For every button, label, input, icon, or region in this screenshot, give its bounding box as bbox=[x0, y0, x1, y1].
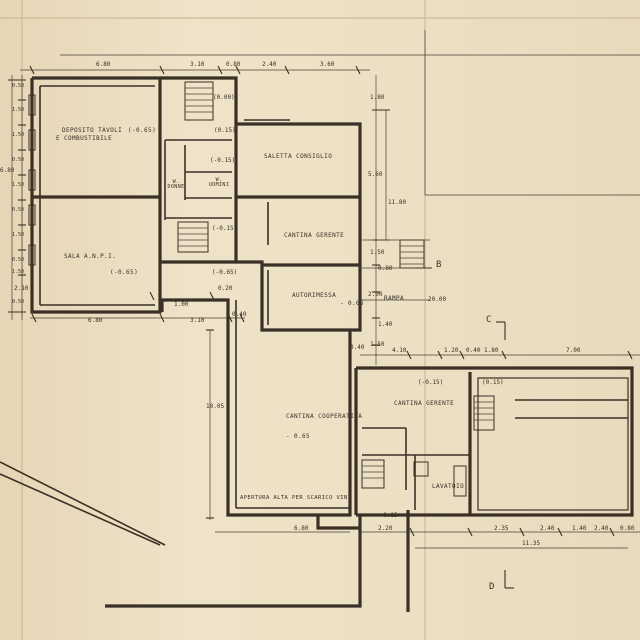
room-label-deposito-line2: E COMBUSTIBILE bbox=[56, 135, 113, 142]
level-mark: (0.15) bbox=[482, 379, 504, 386]
dimension-lower: 7.00 bbox=[566, 347, 581, 354]
room-label-sala: SALA A.N.P.I. bbox=[64, 253, 117, 260]
dimension-left: 1.50 bbox=[12, 182, 25, 188]
section-mark-d: D bbox=[489, 582, 495, 592]
level-mark: (-0.15) bbox=[212, 225, 238, 232]
dimension-door: 0.20 bbox=[218, 285, 233, 292]
dimension-coop-height: 10.05 bbox=[206, 403, 225, 410]
dimension-left: 1.50 bbox=[12, 132, 25, 138]
stairs-upper bbox=[184, 81, 214, 121]
section-mark-b: B bbox=[436, 260, 442, 270]
dimension-door: 1.00 bbox=[174, 301, 189, 308]
dimension-mid: 3.10 bbox=[190, 317, 205, 324]
level-mark: (-0.65) bbox=[212, 269, 238, 276]
dimension-lower: 1.80 bbox=[484, 347, 499, 354]
adjacent-sheet-frame bbox=[60, 30, 640, 196]
dimension-lower: 0.40 bbox=[466, 347, 481, 354]
room-level-deposito: (-0.65) bbox=[128, 127, 157, 134]
dimension-right: 1.50 bbox=[370, 249, 385, 256]
dimension-top: 2.40 bbox=[262, 61, 277, 68]
room-label-rampa: RAMPA bbox=[384, 295, 405, 302]
left-wing-walls bbox=[28, 76, 162, 314]
dimension-lower: 4.10 bbox=[392, 347, 407, 354]
room-label-apertura: APERTURA ALTA PER SCARICO VINI bbox=[240, 495, 352, 501]
dimension-left: 1.50 bbox=[12, 269, 25, 275]
dimension-top: 6.80 bbox=[96, 61, 111, 68]
dimension-right: 5.60 bbox=[368, 171, 383, 178]
right-lower-wing-walls bbox=[354, 366, 634, 517]
dimension-mid: 6.80 bbox=[88, 317, 103, 324]
dimension-bottom-total: 11.35 bbox=[522, 540, 541, 547]
room-label-cantina-gerente-1: CANTINA GERENTE bbox=[284, 232, 345, 239]
dimension-left-bottom: 2.10 bbox=[14, 285, 29, 292]
room-label-deposito: DEPOSITO TAVOLI bbox=[62, 127, 123, 134]
dimension-lower: 1.20 bbox=[444, 347, 459, 354]
right-upper-wing-walls bbox=[236, 119, 362, 332]
dimension-left: 1.50 bbox=[12, 107, 25, 113]
dimension-right: 0.40 bbox=[350, 344, 365, 351]
room-level-cantina-coop: - 0.65 bbox=[286, 433, 311, 440]
level-mark: (-0.15) bbox=[210, 157, 236, 164]
middle-dimension-line bbox=[30, 291, 245, 323]
room-level-autorimessa: - 0.65 bbox=[340, 300, 365, 307]
room-label-wc-donne: W. DONNE bbox=[167, 179, 185, 190]
dimension-left: 0.50 bbox=[12, 83, 25, 89]
room-label-saletta: SALETTA CONSIGLIO bbox=[264, 153, 333, 160]
dimension-top: 3.60 bbox=[320, 61, 335, 68]
top-dimension-line bbox=[20, 65, 370, 75]
central-block-walls bbox=[160, 76, 238, 264]
dimension-bottom: 2.40 bbox=[540, 525, 555, 532]
level-mark: (-0.15) bbox=[418, 379, 444, 386]
room-label-wc-uomini: W. UOMINI bbox=[208, 177, 230, 188]
dimension-top: 3.10 bbox=[190, 61, 205, 68]
dimension-left-total: 6.80 bbox=[0, 167, 15, 174]
level-mark: (0.15) bbox=[214, 127, 236, 134]
dimension-right: 0.80 bbox=[378, 265, 393, 272]
room-label-cantina-gerente-2: CANTINA GERENTE bbox=[394, 400, 455, 407]
room-level-sala: (-0.65) bbox=[110, 269, 139, 276]
dimension-bottom: 2.35 bbox=[494, 525, 509, 532]
dimension-left: 0.50 bbox=[12, 207, 25, 213]
dimension-left: 0.50 bbox=[12, 257, 25, 263]
dimension-bottom: 2.20 bbox=[378, 525, 393, 532]
room-label-lavatoio: LAVATOIO bbox=[432, 483, 465, 490]
dimension-left: 0.50 bbox=[12, 299, 25, 305]
dimension-right: 1.50 bbox=[370, 341, 385, 348]
room-label-cantina-coop: CANTINA COOPERATIVA bbox=[286, 413, 363, 420]
dimension-top: 0.80 bbox=[226, 61, 241, 68]
section-mark-c: C bbox=[486, 315, 492, 325]
section-arrows bbox=[415, 267, 514, 589]
level-mark: - 0.15 bbox=[376, 512, 398, 519]
dimension-right: 1.40 bbox=[378, 321, 393, 328]
lower-dimension-lines bbox=[360, 350, 640, 549]
level-mark: (0.00) bbox=[213, 94, 235, 101]
dimension-coop-bottom: 6.80 bbox=[294, 525, 309, 532]
room-label-autorimessa: AUTORIMESSA bbox=[292, 292, 337, 299]
dimension-mid: 0.40 bbox=[232, 311, 247, 318]
dimension-bottom: 2.40 bbox=[594, 525, 609, 532]
dimension-right: 2.00 bbox=[368, 291, 383, 298]
dimension-ramp: 20.00 bbox=[428, 296, 447, 303]
dimension-left: 1.50 bbox=[12, 232, 25, 238]
cantina-cooperativa-walls bbox=[160, 298, 352, 533]
dimension-bottom: 1.40 bbox=[572, 525, 587, 532]
dimension-right: 1.80 bbox=[370, 94, 385, 101]
left-dimension-line bbox=[8, 75, 26, 320]
dimension-right: 11.80 bbox=[388, 199, 407, 206]
dimension-left: 0.50 bbox=[12, 157, 25, 163]
dimension-bottom: 0.80 bbox=[620, 525, 635, 532]
lower-outline-walls bbox=[0, 461, 410, 612]
